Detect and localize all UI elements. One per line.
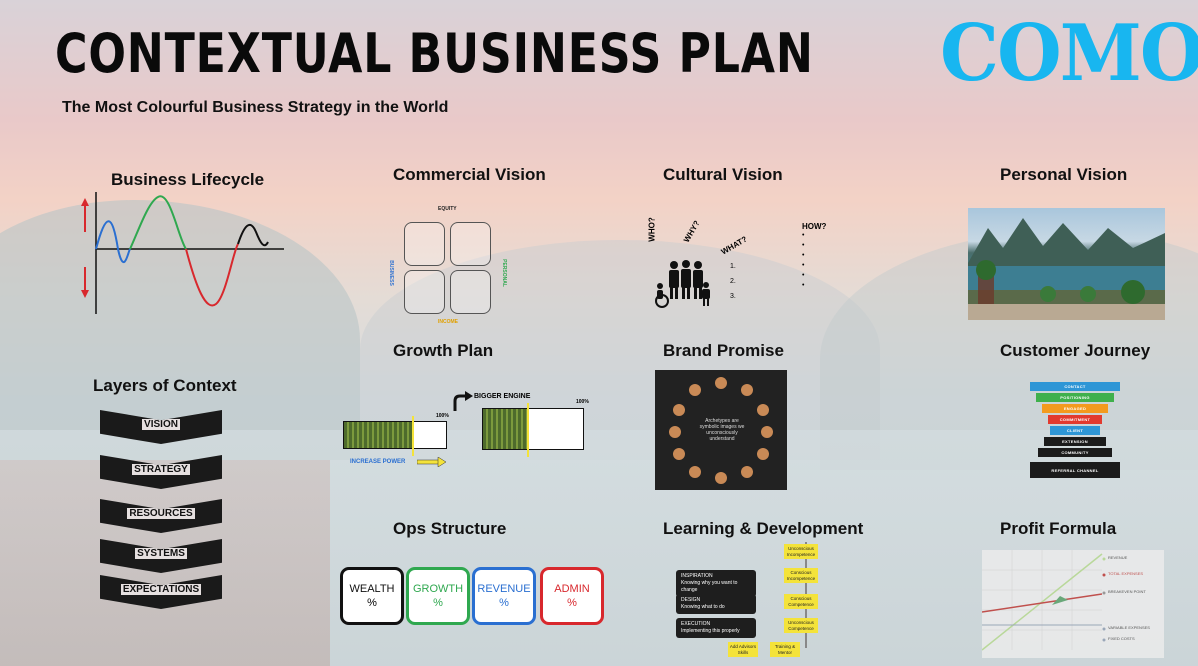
customer-journey-funnel[interactable]: CONTACT POSITIONING ENGAGED COMMITMENT C… (1030, 382, 1120, 482)
growth-plan-graphic[interactable]: 100% 100% BIGGER ENGINE INCREASE POWER (340, 385, 600, 475)
cultural-vision-graphic[interactable]: WHO? WHY? WHAT? HOW? 1. 2. 3. ••• ••• (640, 215, 840, 310)
funnel-stage: EXTENSION (1044, 437, 1106, 446)
section-title-brand-promise[interactable]: Brand Promise (663, 341, 784, 360)
bigger-engine-label: BIGGER ENGINE (474, 393, 531, 400)
archetype-center-text: Archetypes are symbolic images we uncons… (699, 418, 745, 442)
quadrant-box (450, 270, 491, 314)
quadrant-box (404, 222, 445, 266)
commercial-vision-quadrant[interactable]: EQUITY BUSINESS PERSONAL INCOME (387, 200, 520, 330)
engine-bar-big (482, 403, 584, 457)
pct-label-small: 100% (436, 413, 449, 419)
section-title-growth-plan[interactable]: Growth Plan (393, 341, 494, 360)
right-arrow-icon (417, 457, 447, 467)
competence-stage: Conscious Incompetence (784, 568, 818, 583)
section-title-commercial-vision[interactable]: Commercial Vision (393, 165, 546, 184)
learning-development-graphic[interactable]: Unconscious Incompetence Conscious Incom… (672, 542, 842, 657)
como-logo: COMO (940, 8, 1198, 99)
business-lifecycle-graphic[interactable] (78, 192, 290, 317)
what-list-item: 3. (730, 293, 736, 300)
income-label: INCOME (438, 319, 458, 325)
equity-label: EQUITY (438, 206, 457, 212)
why-label: WHY? (681, 219, 702, 244)
section-title-cultural-vision[interactable]: Cultural Vision (663, 165, 783, 184)
section-title-profit-formula[interactable]: Profit Formula (1000, 519, 1117, 538)
section-title-customer-journey[interactable]: Customer Journey (1000, 341, 1151, 360)
who-label: WHO? (647, 217, 657, 242)
increase-power-label: INCREASE POWER (350, 459, 406, 465)
how-label: HOW? (802, 222, 827, 231)
funnel-stage: COMMITMENT (1048, 415, 1102, 424)
personal-label: PERSONAL (500, 259, 507, 287)
competence-stage: Conscious Competence (784, 594, 818, 609)
section-title-ops-structure[interactable]: Ops Structure (393, 519, 507, 538)
how-bullets: ••• ••• (802, 232, 805, 289)
funnel-stage: CONTACT (1030, 382, 1120, 391)
legend-breakeven-point: BREAKEVEN POINT (1108, 589, 1146, 594)
what-list-item: 2. (730, 278, 736, 285)
competence-stage: Unconscious Competence (784, 618, 818, 633)
add-advisors-label: Add Advisors Skills (728, 642, 758, 657)
section-title-business-lifecycle[interactable]: Business Lifecycle (111, 170, 265, 189)
funnel-stage: REFERRAL CHANNEL (1030, 462, 1120, 478)
engine-bar-small (343, 416, 447, 456)
what-list-item: 1. (730, 263, 736, 270)
business-label: BUSINESS (387, 260, 394, 286)
personal-vision-photo[interactable] (968, 208, 1165, 320)
quadrant-box (404, 270, 445, 314)
funnel-stage: POSITIONING (1036, 393, 1114, 402)
competence-stage: Unconscious Incompetence (784, 544, 818, 559)
people-icon (655, 260, 710, 308)
up-arrow-icon (453, 391, 473, 411)
legend-fixed-costs: FIXED COSTS (1108, 636, 1135, 641)
brand-promise-archetype-wheel[interactable]: Archetypes are symbolic images we uncons… (655, 370, 787, 490)
funnel-stage: ENGAGED (1042, 404, 1108, 413)
profit-formula-chart[interactable]: REVENUE TOTAL EXPENSES BREAKEVEN POINT V… (982, 550, 1164, 658)
section-title-layers-of-context[interactable]: Layers of Context (93, 376, 237, 395)
what-label: WHAT? (719, 234, 749, 257)
section-title-learning-development[interactable]: Learning & Development (663, 519, 864, 538)
funnel-stage: CLIENT (1050, 426, 1100, 435)
ops-box-wealth[interactable]: WEALTH% (340, 567, 404, 625)
page-title: CONTEXTUAL BUSINESS PLAN (55, 22, 814, 85)
training-mentor-label: Training & Mentor (770, 642, 800, 657)
pct-label-big: 100% (576, 399, 589, 405)
quadrant-box (450, 222, 491, 266)
legend-total-expenses: TOTAL EXPENSES (1108, 571, 1144, 576)
page-subtitle: The Most Colourful Business Strategy in … (62, 99, 449, 116)
funnel-stage: COMMUNITY (1038, 448, 1112, 457)
ops-box-admin[interactable]: ADMIN% (540, 567, 604, 625)
section-title-personal-vision[interactable]: Personal Vision (1000, 165, 1128, 184)
ops-box-revenue[interactable]: REVENUE% (472, 567, 536, 625)
ops-box-growth[interactable]: GROWTH% (406, 567, 470, 625)
legend-variable-expenses: VARIABLE EXPENSES (1108, 625, 1150, 630)
legend-revenue: REVENUE (1108, 555, 1128, 560)
